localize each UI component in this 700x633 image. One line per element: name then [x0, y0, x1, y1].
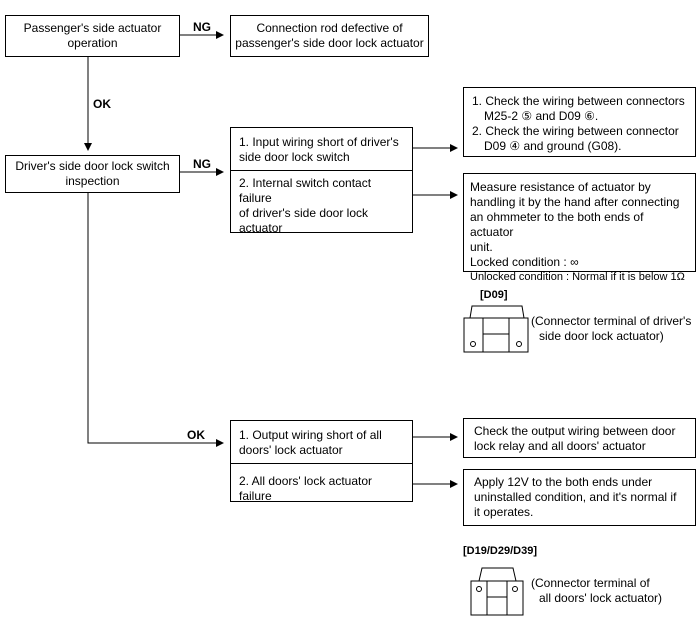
resistance-line-2: handling it by the hand after connecting [470, 195, 680, 209]
d09-caption-line-2: side door lock actuator) [539, 329, 664, 343]
output-line-1: Check the output wiring between door [474, 424, 676, 438]
ok-causes-box: 1. Output wiring short of all doors' loc… [230, 420, 413, 503]
driver-line-1: Driver's side door lock switch [15, 159, 170, 173]
rod-line-2: passenger's side door lock actuator [235, 36, 424, 50]
rod-defect-box: Connection rod defective of passenger's … [230, 15, 429, 57]
apply-12v-box: Apply 12V to the both ends under uninsta… [463, 469, 696, 526]
ok-cause-1-line-1: 1. Output wiring short of all [239, 428, 382, 442]
d09-caption-line-1: (Connector terminal of driver's [531, 314, 692, 328]
output-line-2: lock relay and all doors' actuator [474, 439, 646, 453]
wiring-line-2: M25-2 ⑤ and D09 ⑥. [484, 109, 599, 123]
wiring-line-1: 1. Check the wiring between connectors [472, 94, 685, 108]
ng-causes-box: 1. Input wiring short of driver's side d… [230, 127, 413, 235]
ng-cause-1-line-1: 1. Input wiring short of driver's [239, 135, 399, 149]
apply-line-3: it operates. [474, 505, 534, 519]
apply-line-2: uninstalled condition, and it's normal i… [474, 490, 677, 504]
ok-label-2: OK [187, 428, 205, 442]
ng-cause-2-line-1: 2. Internal switch contact failure [239, 176, 372, 205]
passenger-actuator-box: Passenger's side actuator operation [5, 15, 180, 57]
d09-connector-id: [D09] [480, 289, 508, 301]
driver-line-2: inspection [65, 174, 120, 188]
ok-cause-2: 2. All doors' lock actuator failure [231, 463, 412, 508]
resistance-line-6: Unlocked condition : Normal if it is bel… [470, 271, 685, 283]
resistance-line-1: Measure resistance of actuator by [470, 180, 651, 194]
ok-cause-2-line-1: 2. All doors' lock actuator failure [239, 474, 373, 503]
resistance-line-3: an ohmmeter to the both ends of actuator [470, 210, 644, 239]
ng-cause-2-line-3: actuator [239, 221, 283, 235]
wiring-line-3: 2. Check the wiring between connector [472, 124, 679, 138]
d19-caption: (Connector terminal of all doors' lock a… [531, 576, 662, 606]
d19-connector-icon [470, 567, 524, 616]
passenger-line-2: operation [67, 36, 118, 50]
ok-label-1: OK [93, 97, 111, 111]
ok-arrow-2 [87, 193, 224, 447]
ng-cause-2-line-2: of driver's side door lock [239, 206, 369, 220]
ok-cause-1: 1. Output wiring short of all doors' loc… [231, 421, 412, 463]
resistance-line-4: unit. [470, 240, 493, 254]
ng-label-1: NG [193, 20, 211, 34]
wiring-check-box: 1. Check the wiring between connectors M… [463, 87, 696, 157]
d09-caption: (Connector terminal of driver's side doo… [531, 314, 691, 344]
ng-label-2: NG [193, 157, 211, 171]
d19-connector-id: [D19/D29/D39] [463, 545, 537, 557]
d19-caption-line-1: (Connector terminal of [531, 576, 650, 590]
wiring-line-4: D09 ④ and ground (G08). [484, 139, 622, 153]
d09-connector-icon [463, 305, 529, 353]
ng-cause-2: 2. Internal switch contact failure of dr… [231, 170, 412, 240]
d19-caption-line-2: all doors' lock actuator) [539, 591, 663, 605]
resistance-check-box: Measure resistance of actuator by handli… [463, 173, 696, 283]
output-check-box: Check the output wiring between door loc… [463, 418, 696, 458]
ng-cause-1-line-2: side door lock switch [239, 150, 350, 164]
rod-line-1: Connection rod defective of [256, 21, 403, 35]
ng-cause-1: 1. Input wiring short of driver's side d… [231, 128, 412, 170]
apply-line-1: Apply 12V to the both ends under [474, 475, 653, 489]
passenger-line-1: Passenger's side actuator [23, 21, 162, 35]
resistance-line-5: Locked condition : ∞ [470, 255, 579, 269]
ok-cause-1-line-2: doors' lock actuator [239, 443, 343, 457]
driver-switch-box: Driver's side door lock switch inspectio… [5, 155, 180, 193]
